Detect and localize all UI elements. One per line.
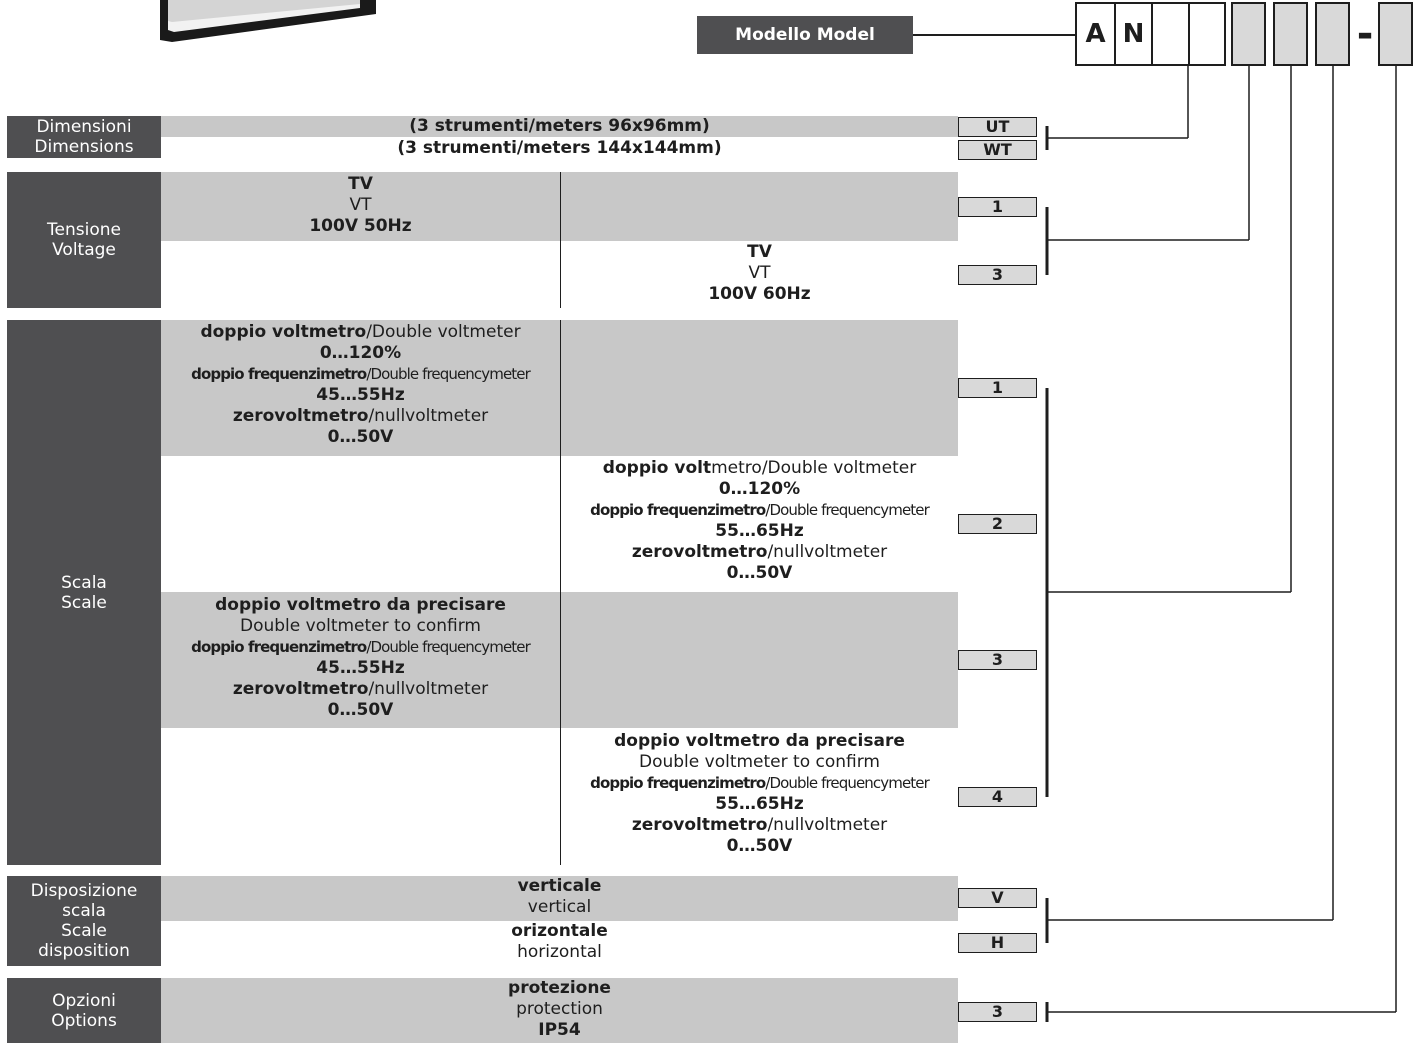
scale-row-1-band bbox=[161, 320, 958, 456]
code-wt: WT bbox=[958, 140, 1037, 160]
model-slot-disposition bbox=[1315, 2, 1350, 66]
voltage-header: Tensione Voltage bbox=[7, 172, 161, 308]
scale-row-2-text: doppio voltmetro/Double voltmeter 0…120%… bbox=[590, 458, 930, 583]
disposition-row-v-band bbox=[161, 876, 958, 921]
code-scale-1: 1 bbox=[958, 378, 1037, 398]
disposition-row-h-text: orizontale horizontal bbox=[511, 921, 608, 962]
code-ut: UT bbox=[958, 117, 1037, 137]
code-scale-4: 4 bbox=[958, 787, 1037, 807]
code-voltage-1: 1 bbox=[958, 197, 1037, 217]
code-scale-3: 3 bbox=[958, 650, 1037, 670]
code-options-3: 3 bbox=[958, 1002, 1037, 1022]
model-letter-a: A bbox=[1085, 19, 1106, 49]
voltage-row-3-text: TV VT 100V 60Hz bbox=[708, 242, 811, 304]
voltage-row-1-text: TV VT 100V 50Hz bbox=[309, 174, 412, 236]
code-scale-2: 2 bbox=[958, 514, 1037, 534]
disposition-row-v-text: verticale vertical bbox=[517, 876, 602, 917]
dimensions-row-ut-band bbox=[161, 116, 958, 137]
options-row-3-text: protezione protection IP54 bbox=[508, 978, 611, 1040]
model-letter-n: N bbox=[1122, 19, 1145, 49]
voltage-column-divider bbox=[560, 172, 561, 308]
disposition-header: Disposizione scala Scale disposition bbox=[7, 876, 161, 966]
scale-row-3-band bbox=[161, 592, 958, 728]
code-voltage-3: 3 bbox=[958, 265, 1037, 285]
model-box-an: A N bbox=[1075, 2, 1226, 66]
scale-header: Scala Scale bbox=[7, 320, 161, 865]
code-disposition-h: H bbox=[958, 933, 1037, 953]
scale-row-4-text: doppio voltmetro da precisare Double vol… bbox=[590, 731, 930, 856]
scale-column-divider bbox=[560, 320, 561, 865]
model-slot-options bbox=[1378, 2, 1413, 66]
dimensions-row-wt: (3 strumenti/meters 144x144mm) bbox=[397, 138, 722, 158]
product-photo bbox=[160, 0, 376, 42]
scale-row-1-text: doppio voltmetro/Double voltmeter 0…120%… bbox=[191, 322, 531, 447]
model-dash: - bbox=[1356, 11, 1374, 57]
model-label: Modello Model bbox=[697, 16, 913, 54]
options-header: Opzioni Options bbox=[7, 978, 161, 1043]
voltage-row-1-band bbox=[161, 172, 958, 241]
code-disposition-v: V bbox=[958, 888, 1037, 908]
model-slot-scale bbox=[1273, 2, 1308, 66]
dimensions-row-ut: (3 strumenti/meters 96x96mm) bbox=[409, 116, 710, 136]
options-row-3-band bbox=[161, 978, 958, 1043]
model-connector bbox=[913, 34, 1076, 36]
scale-row-3-text: doppio voltmetro da precisare Double vol… bbox=[191, 595, 531, 720]
dimensions-header: Dimensioni Dimensions bbox=[7, 116, 161, 158]
model-slot-voltage bbox=[1231, 2, 1266, 66]
